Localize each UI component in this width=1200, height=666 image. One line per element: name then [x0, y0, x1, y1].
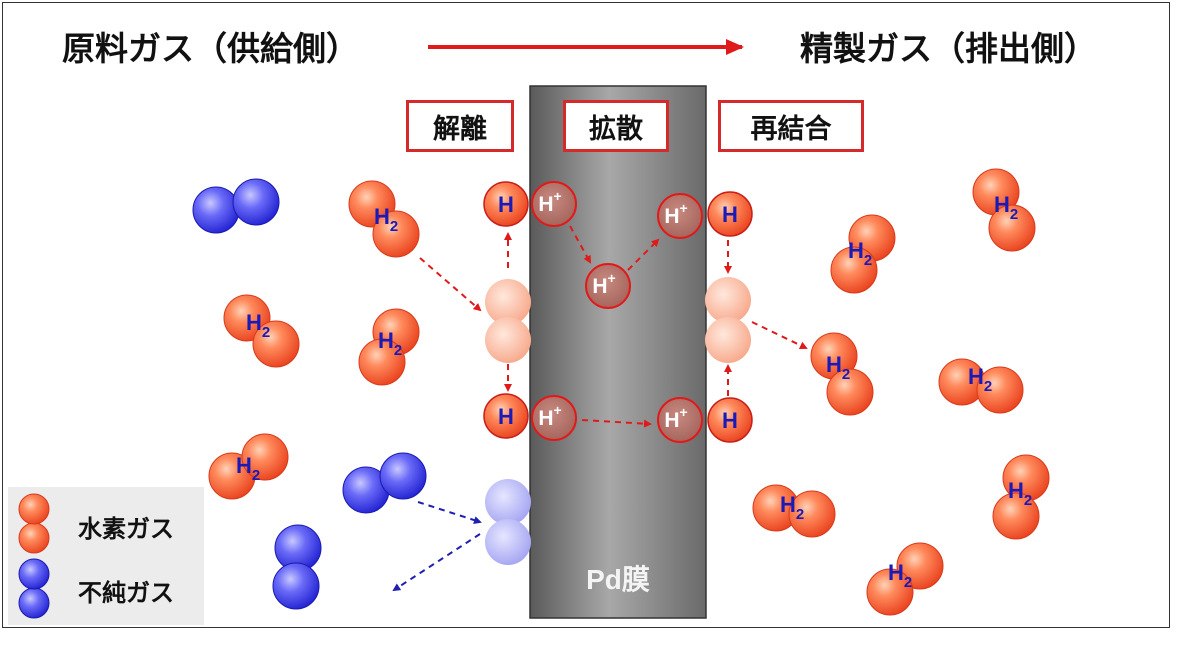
product-side-label: 精製ガス（排出側） — [800, 30, 1097, 67]
dissociation-arrow — [419, 257, 482, 312]
hydrogen-molecule: H2 — [810, 332, 874, 416]
pd-membrane — [529, 85, 707, 619]
hydrogen-molecule: H2 — [223, 294, 300, 368]
proton: H+ — [531, 181, 577, 227]
hydrogen-molecule: H2 — [992, 454, 1050, 540]
legend-impurity-label: 不純ガス — [78, 580, 174, 607]
diffusion-arrow — [581, 419, 652, 428]
diagram-frame — [2, 2, 1170, 628]
step-dissociation: 解離 — [406, 100, 514, 152]
hydrogen-molecule: H2 — [830, 214, 896, 294]
arrows-layer — [392, 225, 808, 592]
hydrogen-atom: H — [707, 191, 753, 237]
svg-text:H: H — [498, 192, 514, 217]
hydrogen-molecule: H2 — [972, 168, 1036, 252]
hydrogen-molecule: H2 — [938, 358, 1024, 414]
hydrogen-molecule: H2 — [358, 308, 420, 386]
svg-text:H: H — [722, 202, 738, 227]
impurity-molecule — [192, 178, 280, 234]
legend-impurity-icon — [18, 558, 50, 619]
proton: H+ — [657, 193, 703, 239]
hydrogen-molecule: H2 — [208, 433, 289, 500]
legend-hydrogen-label: 水素ガス — [78, 516, 174, 543]
hydrogen-molecule: H2 — [752, 484, 836, 538]
impurity-molecule — [342, 452, 427, 514]
feed-side-label: 原料ガス（供給側） — [62, 30, 359, 67]
diffusion-arrow — [627, 238, 660, 271]
hydrogen-atom: H — [483, 181, 529, 227]
step-diffusion: 拡散 — [563, 100, 669, 152]
proton: H+ — [585, 263, 631, 309]
step-recombination: 再結合 — [718, 100, 864, 152]
hydrogen-atom: H — [483, 393, 529, 439]
svg-text:H: H — [498, 404, 514, 429]
recombining-hydrogen — [705, 277, 751, 363]
proton: H+ — [531, 395, 577, 441]
svg-text:H: H — [722, 408, 738, 433]
dissociating-hydrogen — [485, 279, 531, 363]
impurity-molecule — [272, 524, 322, 610]
impurity-reject-arrow — [392, 533, 481, 592]
hydrogen-atom: H — [707, 397, 753, 443]
diffusion-arrow — [569, 225, 591, 264]
legend-hydrogen-icon — [18, 493, 50, 554]
membrane-label: Pd膜 — [586, 564, 650, 595]
hydrogen-molecule: H2 — [866, 542, 944, 616]
legend: 水素ガス 不純ガス — [8, 487, 204, 625]
proton: H+ — [657, 397, 703, 443]
hydrogen-molecule: H2 — [348, 180, 420, 258]
release-arrow — [751, 321, 808, 350]
impurity-approach-arrow — [417, 501, 482, 524]
rejected-impurity — [485, 479, 531, 565]
